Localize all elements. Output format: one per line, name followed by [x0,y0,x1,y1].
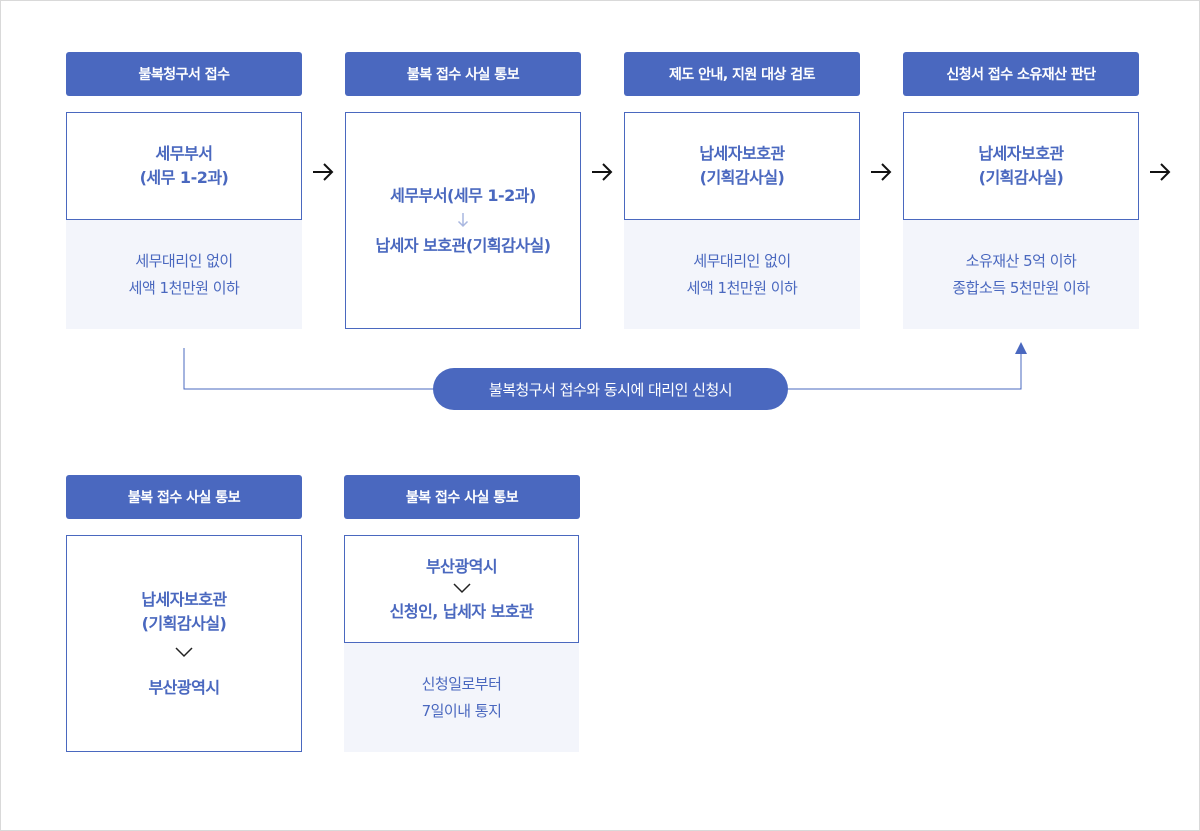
arrow-right-icon [313,163,334,181]
step1-note-line: 세무대리인 없이 [135,251,233,270]
bottom-step1-box: 납세자보호관 (기획감사실) 부산광역시 [66,535,302,752]
step3-box-line: 납세자보호관 [699,144,785,163]
step4-note: 소유재산 5억 이하 종합소득 5천만원 이하 [903,220,1139,329]
step2-box-line: 세무부서(세무 1-2과) [390,185,536,205]
arrow-right-icon [871,163,892,181]
step3-box-line: (기획감사실) [699,168,785,187]
step3-note: 세무대리인 없이 세액 1천만원 이하 [624,220,860,329]
step1-note-line: 세액 1천만원 이하 [128,278,240,297]
step3-header: 제도 안내, 지원 대상 검토 [624,52,860,96]
step2-box: 세무부서(세무 1-2과) 납세자 보호관(기획감사실) [345,112,581,329]
step3-note-line: 세액 1천만원 이하 [686,278,798,297]
step2-header: 불복 접수 사실 통보 [345,52,581,96]
bottom-step1-header-label: 불복 접수 사실 통보 [127,490,241,506]
bottom-step2-box: 부산광역시 신청인, 납세자 보호관 [344,535,579,643]
bottom-step2-header-label: 불복 접수 사실 통보 [405,490,519,506]
bottom-step2-note-line: 신청일로부터 [421,674,502,693]
step1-note: 세무대리인 없이 세액 1천만원 이하 [66,220,302,329]
bottom-step1-box-line: (기획감사실) [141,613,227,633]
bottom-step2-box-line: 신청인, 납세자 보호관 [389,601,534,621]
step1-header: 불복청구서 접수 [66,52,302,96]
step2-header-label: 불복 접수 사실 통보 [406,67,520,83]
step1-box-line: 세무부서 [155,144,213,163]
bottom-step2-note-line: 7일이내 통지 [421,701,502,720]
step3-note-line: 세무대리인 없이 [693,251,791,270]
step1-header-label: 불복청구서 접수 [138,67,230,83]
arrow-right-icon [1150,163,1171,181]
chevron-down-icon [452,582,471,593]
step4-box-line: (기획감사실) [978,168,1064,187]
arrow-right-icon [592,163,613,181]
step4-header: 신청서 접수 소유재산 판단 [903,52,1139,96]
bottom-step2-note: 신청일로부터 7일이내 통지 [344,643,579,752]
step4-header-label: 신청서 접수 소유재산 판단 [946,67,1096,83]
step2-box-line: 납세자 보호관(기획감사실) [375,235,551,255]
step4-note-line: 소유재산 5억 이하 [965,251,1077,270]
triangle-up-icon [1015,342,1027,354]
bottom-step1-box-line: 부산광역시 [148,677,220,697]
bottom-step1-box-line: 납세자보호관 [141,589,227,609]
step1-box-line: (세무 1-2과) [139,168,229,187]
chevron-down-icon [175,646,193,657]
bottom-step2-box-line: 부산광역시 [425,556,498,576]
bottom-step2-header: 불복 접수 사실 통보 [344,475,580,519]
step4-box-line: 납세자보호관 [978,144,1064,163]
bottom-step1-header: 불복 접수 사실 통보 [66,475,302,519]
arrow-down-icon [457,212,469,227]
connector-label-text: 불복청구서 접수와 동시에 대리인 신청시 [488,380,733,399]
bypass-connector-label: 불복청구서 접수와 동시에 대리인 신청시 [433,368,788,410]
step4-box: 납세자보호관 (기획감사실) [903,112,1139,220]
step1-box: 세무부서 (세무 1-2과) [66,112,302,220]
step3-header-label: 제도 안내, 지원 대상 검토 [668,67,816,83]
step4-note-line: 종합소득 5천만원 이하 [952,278,1090,297]
step3-box: 납세자보호관 (기획감사실) [624,112,860,220]
